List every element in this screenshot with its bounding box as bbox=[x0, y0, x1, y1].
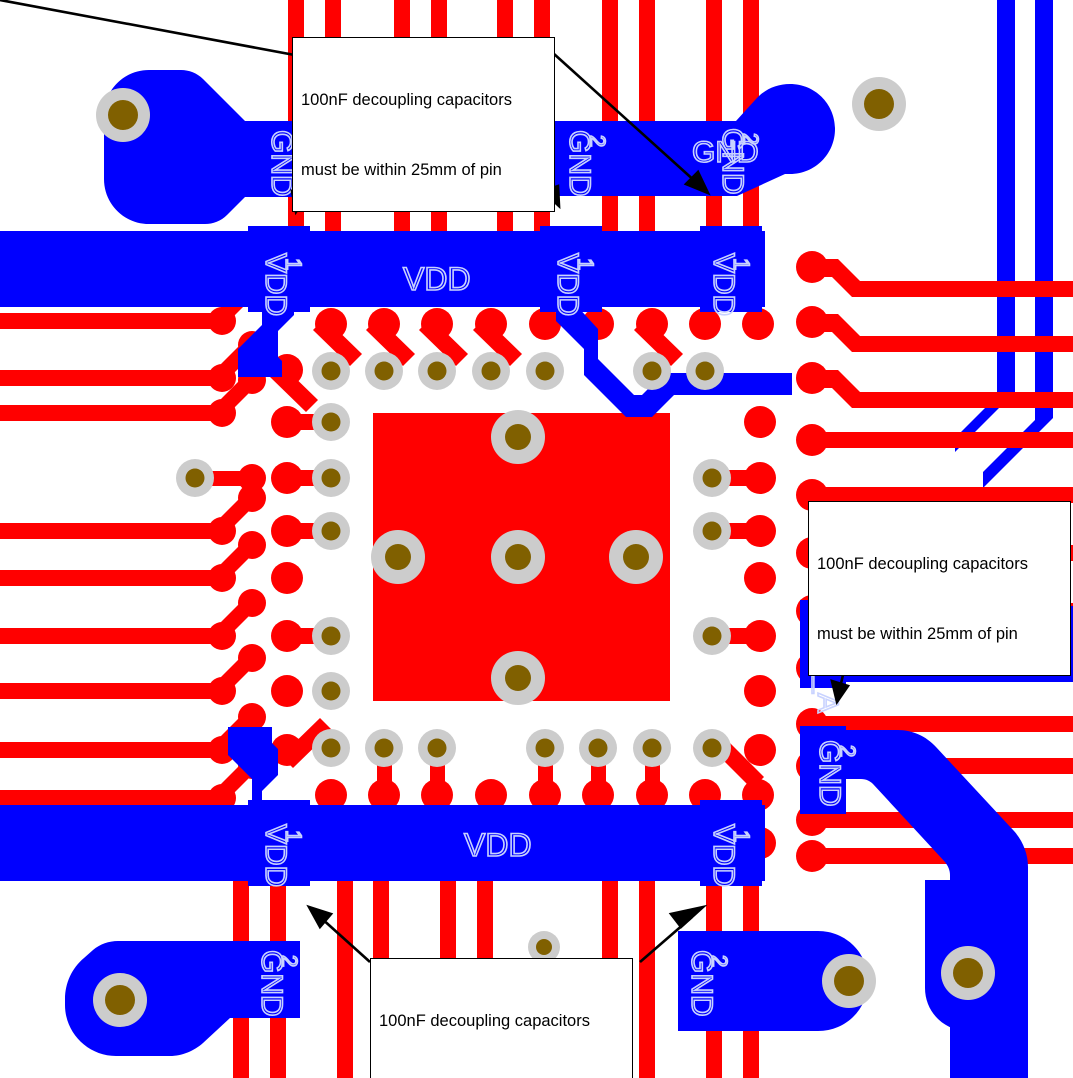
via-mount-bottom-right-2 bbox=[941, 946, 995, 1000]
annotation-note-top: 100nF decoupling capacitors must be with… bbox=[292, 37, 555, 212]
gnd-pad-bottom-left[interactable] bbox=[65, 941, 300, 1056]
svg-text:VDD: VDD bbox=[707, 824, 740, 887]
note-bottom-line1: 100nF decoupling capacitors bbox=[379, 1011, 590, 1030]
note-right-line2: must be within 25mm of pin bbox=[817, 625, 1018, 644]
annotation-note-right: 100nF decoupling capacitors must be with… bbox=[808, 501, 1071, 676]
via-mount-top-right bbox=[852, 77, 906, 131]
gnd-pad-bottom-right[interactable] bbox=[678, 931, 868, 1031]
top-right-blue-traces bbox=[955, 0, 1053, 488]
svg-text:2: 2 bbox=[707, 955, 732, 967]
gnd-pad-top-left[interactable] bbox=[104, 70, 305, 224]
svg-text:GND: GND bbox=[563, 130, 596, 197]
svg-text:1: 1 bbox=[729, 830, 754, 842]
via-column-right bbox=[693, 459, 731, 655]
svg-text:VDD: VDD bbox=[403, 261, 471, 297]
svg-text:VDD: VDD bbox=[551, 253, 584, 316]
note-top-line1: 100nF decoupling capacitors bbox=[301, 90, 512, 109]
via-row-bottom bbox=[312, 729, 731, 767]
vdd-bar-upper[interactable] bbox=[0, 226, 792, 417]
svg-text:GND: GND bbox=[692, 136, 759, 169]
svg-text:VDD: VDD bbox=[707, 253, 740, 316]
left-horizontal-traces bbox=[0, 313, 220, 806]
vdd-bar-lower[interactable] bbox=[0, 727, 765, 886]
svg-text:VDD: VDD bbox=[259, 824, 292, 887]
gnd-pad-top-center[interactable] bbox=[546, 84, 835, 196]
annotation-note-bottom: 100nF decoupling capacitors must be with… bbox=[370, 958, 633, 1078]
via-mount-top-left bbox=[96, 88, 150, 142]
svg-text:VDD: VDD bbox=[464, 827, 532, 863]
via-mount-bottom-right-1 bbox=[822, 954, 876, 1008]
note-right-line1: 100nF decoupling capacitors bbox=[817, 554, 1028, 573]
svg-text:2: 2 bbox=[835, 745, 860, 757]
svg-text:GND: GND bbox=[813, 740, 846, 807]
via-mount-bottom-left bbox=[93, 973, 147, 1027]
top-row-pad-links bbox=[313, 308, 774, 366]
svg-text:1: 1 bbox=[281, 830, 306, 842]
svg-text:1: 1 bbox=[573, 258, 598, 270]
svg-text:2: 2 bbox=[277, 955, 302, 967]
note-top-line2: must be within 25mm of pin bbox=[301, 161, 502, 180]
svg-text:GND: GND bbox=[716, 128, 749, 195]
svg-text:VDD: VDD bbox=[259, 253, 292, 316]
svg-text:1: 1 bbox=[281, 258, 306, 270]
svg-text:GND: GND bbox=[255, 950, 288, 1017]
svg-text:2: 2 bbox=[738, 133, 763, 145]
svg-text:1: 1 bbox=[729, 258, 754, 270]
via-stray-bottom bbox=[528, 931, 560, 963]
svg-text:GND: GND bbox=[685, 950, 718, 1017]
svg-text:2: 2 bbox=[585, 135, 610, 147]
